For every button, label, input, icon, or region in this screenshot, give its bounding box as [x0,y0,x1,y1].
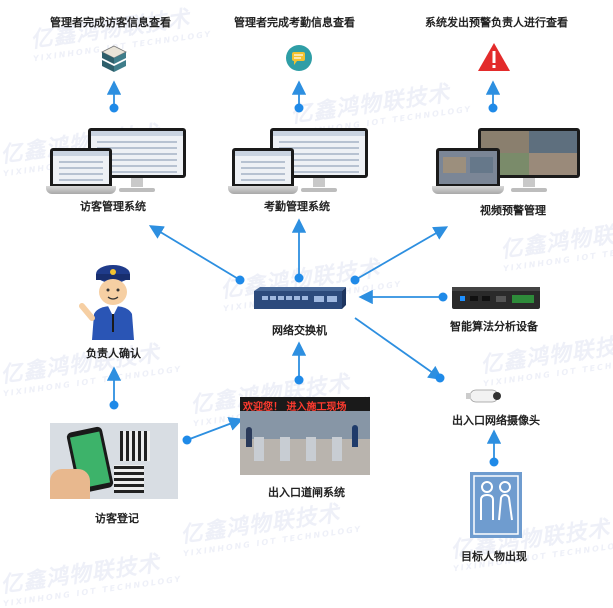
visitor-info-caption: 管理者完成访客信息查看 [50,16,171,29]
gate-system-label: 出入口道闸系统 [268,486,345,499]
node-dot [294,375,304,385]
node-dot [350,275,360,285]
visitor-registration-label: 访客登记 [95,512,139,525]
connection-lines [106,80,502,467]
attendance-info-caption: 管理者完成考勤信息查看 [234,16,355,29]
node-dot [109,103,119,113]
node-dot [109,400,119,410]
visitor-registration-image [50,423,178,499]
visitor-management-label: 访客管理系统 [80,200,146,213]
link-switch-to-video [354,226,449,281]
link-register-to-gate [186,417,244,441]
target-person-sign [470,472,522,538]
camera-label: 出入口网络摄像头 [452,414,540,427]
people-icon [473,475,519,535]
gate-system-image: 欢迎您！ 进入施工现场 [240,397,370,475]
chat-icon [286,45,312,71]
node-dot [235,275,245,285]
network-switch-icon [254,287,346,309]
algorithm-device-icon [452,287,540,309]
attendance-management-label: 考勤管理系统 [264,200,330,213]
link-switch-to-camera [354,317,443,381]
security-guard-icon [79,265,134,340]
laptop [432,148,504,194]
alert-info-caption: 系统发出预警负责人进行查看 [425,16,568,29]
node-dot [294,273,304,283]
video-alert-devices [432,128,582,196]
gate-banner: 欢迎您！ 进入施工现场 [243,402,347,413]
video-alert-label: 视频预警管理 [480,204,546,217]
link-switch-to-visitor [148,225,241,281]
node-dot [489,457,499,467]
responsible-confirm-label: 负责人确认 [86,347,141,360]
warning-icon [478,43,510,71]
laptop [46,148,116,194]
algorithm-device-label: 智能算法分析设备 [450,320,538,333]
node-dot [488,103,498,113]
laptop [228,148,298,194]
node-dot [435,373,445,383]
node-dot [182,435,192,445]
node-dot [438,292,448,302]
stack-icon [101,45,127,72]
node-dot [294,103,304,113]
network-switch-label: 网络交换机 [272,324,327,337]
attendance-management-devices [228,128,368,196]
camera-icon [466,389,501,403]
target-label: 目标人物出现 [461,550,527,563]
visitor-management-devices [46,128,186,196]
